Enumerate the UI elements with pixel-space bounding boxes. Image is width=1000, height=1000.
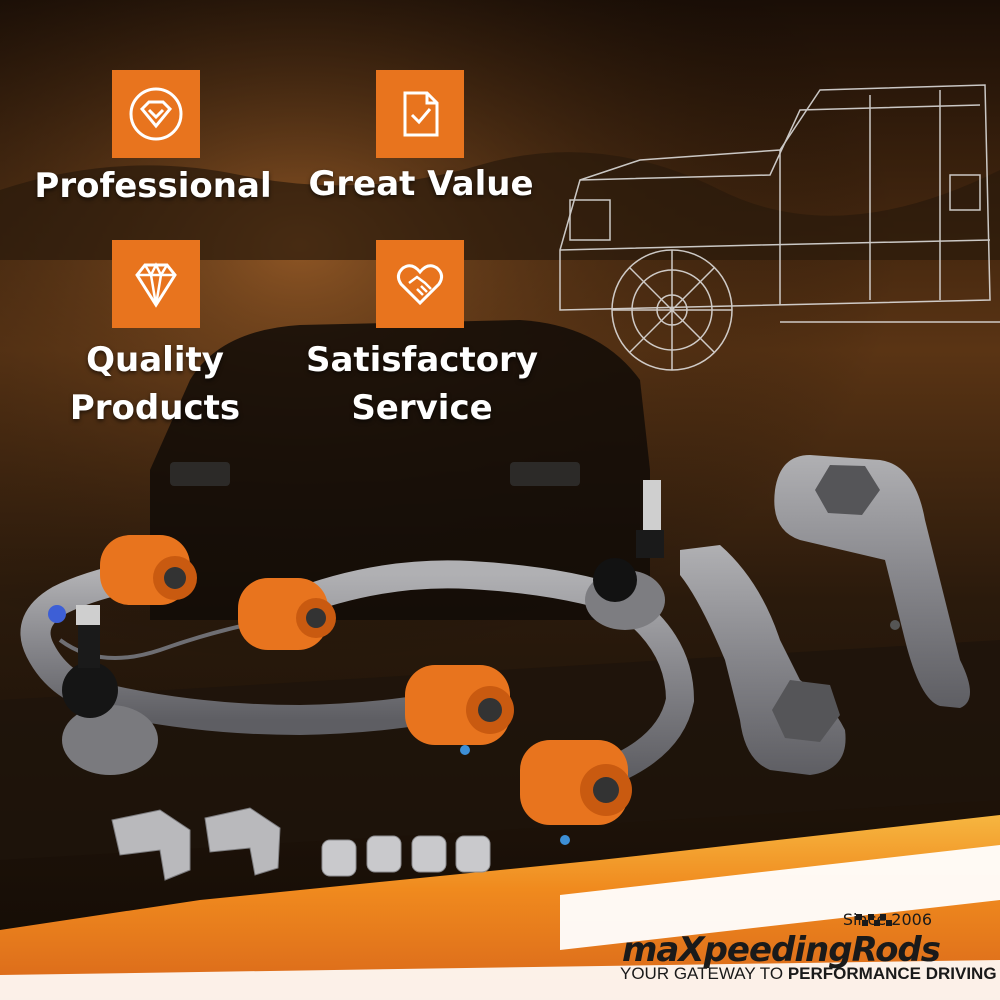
feature-badge-great-value — [376, 70, 464, 158]
feature-label-service: Satisfactory Service — [292, 336, 552, 432]
feature-badge-service — [376, 240, 464, 328]
feature-label-quality-line2: Products — [69, 388, 241, 428]
heart-handshake-icon — [396, 264, 444, 306]
diamond-outline-icon — [129, 87, 183, 141]
brand-name-prefix: maX — [622, 930, 705, 970]
feature-label-service-line1: Satisfactory — [305, 340, 538, 380]
brand-name: maXpeedingRods — [622, 930, 941, 970]
brand-tagline-bold: PERFORMANCE DRIVING — [787, 964, 997, 983]
feature-badge-professional — [112, 70, 200, 158]
feature-label-service-line2: Service — [351, 388, 493, 428]
feature-label-professional: Professional — [34, 166, 272, 206]
brand-name-suffix: peedingRods — [703, 930, 941, 970]
gem-icon — [135, 262, 177, 308]
brand-tagline: YOUR GATEWAY TO PERFORMANCE DRIVING — [620, 964, 997, 984]
brand-tagline-prefix: YOUR GATEWAY TO — [620, 964, 788, 983]
feature-label-great-value: Great Value — [308, 164, 534, 204]
document-check-icon — [403, 91, 439, 137]
feature-label-quality-line1: Quality — [86, 340, 224, 380]
checker-flag-icon — [856, 914, 892, 926]
feature-badge-quality — [112, 240, 200, 328]
feature-label-quality: Quality Products — [30, 336, 280, 432]
brand-logo: Since 2006 maXpeedingRods YOUR GATEWAY T… — [606, 910, 997, 990]
